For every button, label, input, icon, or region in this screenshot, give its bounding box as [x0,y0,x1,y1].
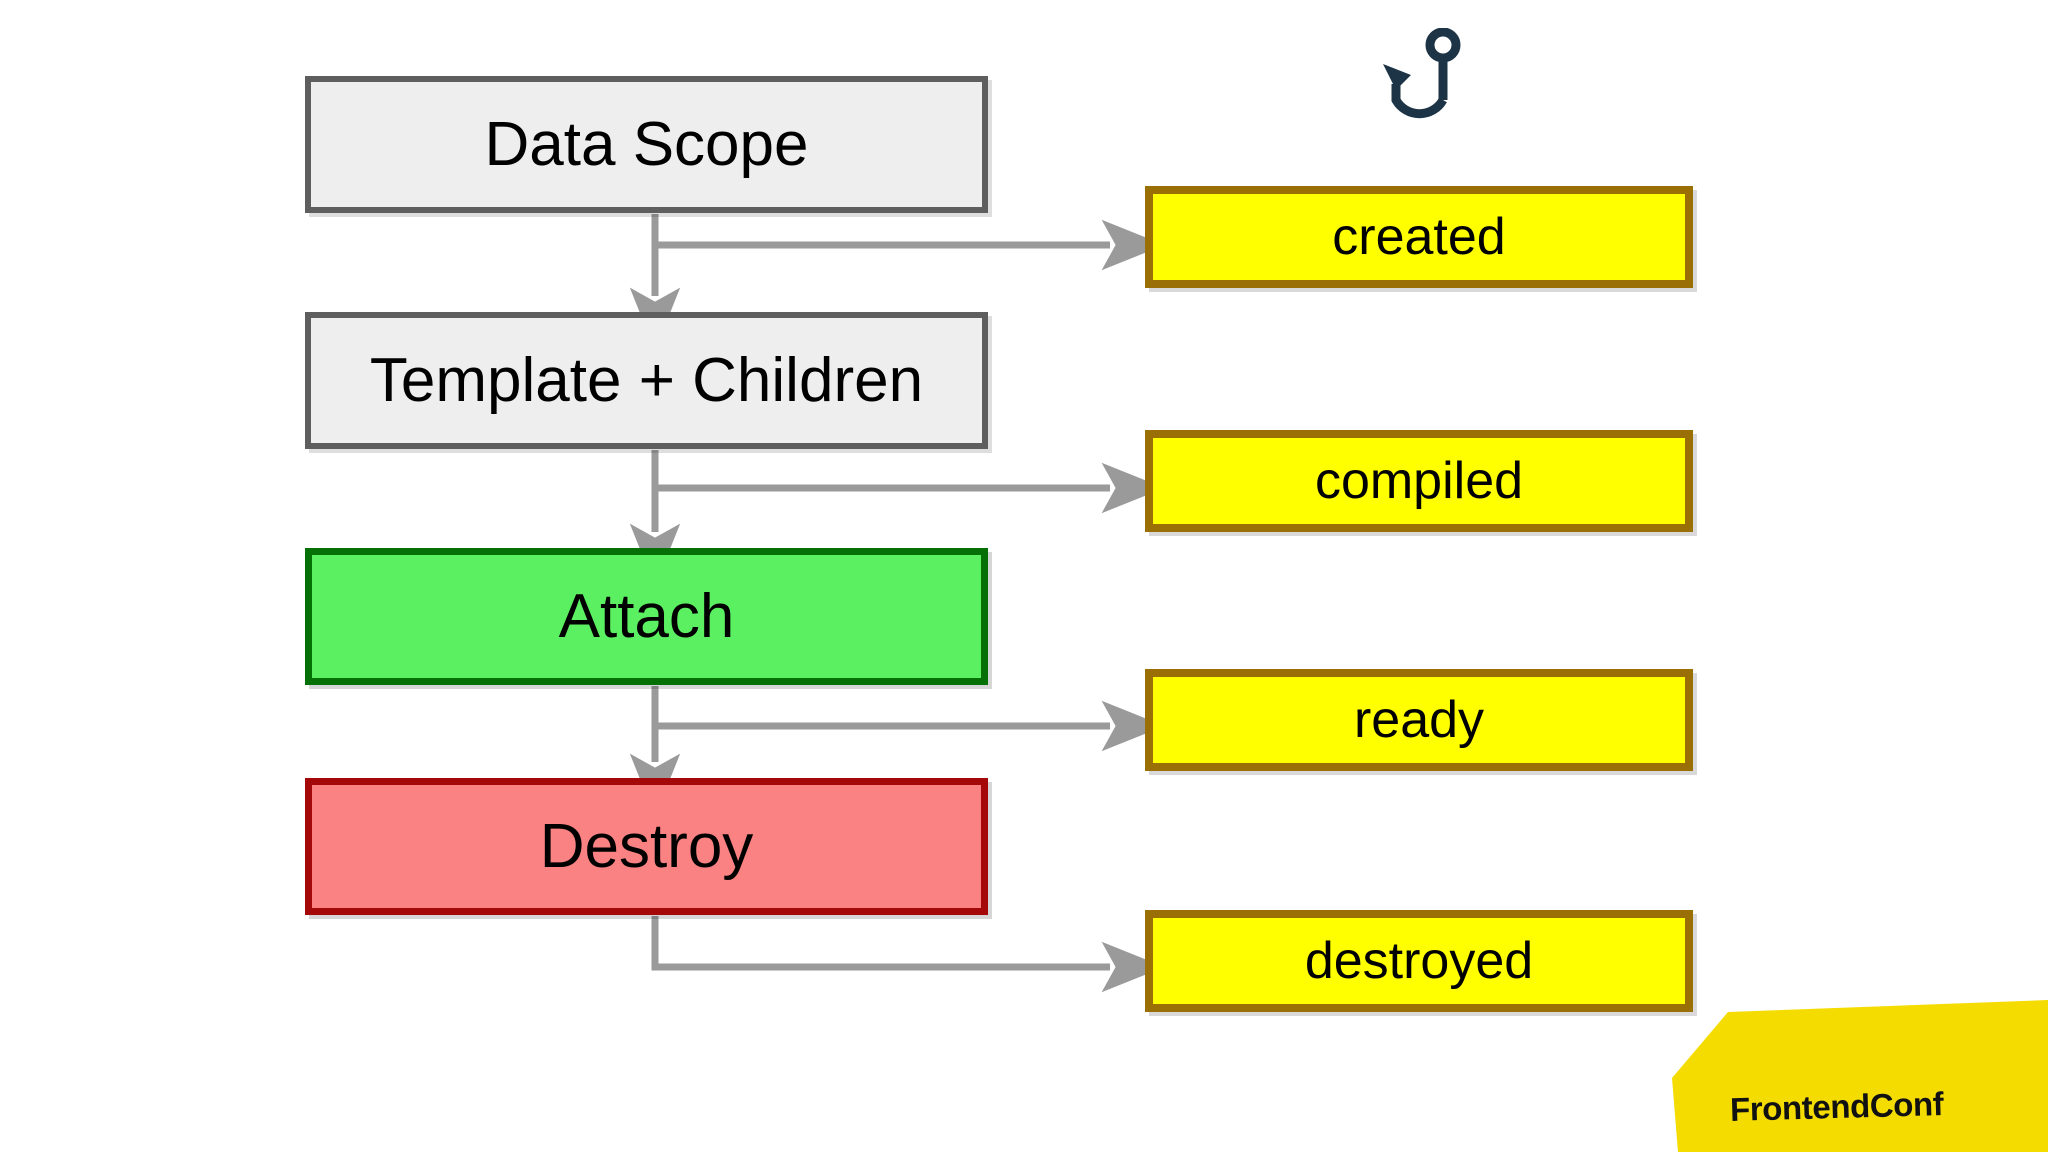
hook-label: ready [1353,691,1485,749]
brand-logo: FrontendConf [1672,1000,2048,1152]
hook-box-compiled[interactable]: compiled [1145,430,1693,532]
fishing-hook-icon [1375,27,1471,138]
stage-box-data-scope[interactable]: Data Scope [305,76,988,213]
hook-label: destroyed [1304,932,1534,990]
hook-box-destroyed[interactable]: destroyed [1145,910,1693,1012]
stage-label: Attach [558,581,735,651]
stage-label: Template + Children [369,345,924,415]
hook-box-ready[interactable]: ready [1145,669,1693,771]
hook-box-created[interactable]: created [1145,186,1693,288]
brand-logo-text: FrontendConf [1729,1085,1944,1128]
hook-label: compiled [1314,452,1524,510]
hook-label: created [1332,208,1506,266]
stage-label: Destroy [539,811,754,881]
stage-box-attach[interactable]: Attach [305,548,988,685]
stage-box-destroy[interactable]: Destroy [305,778,988,915]
stage-label: Data Scope [484,109,809,179]
stage-box-template-children[interactable]: Template + Children [305,312,988,449]
brand-logo-shape [1672,1000,2048,1152]
